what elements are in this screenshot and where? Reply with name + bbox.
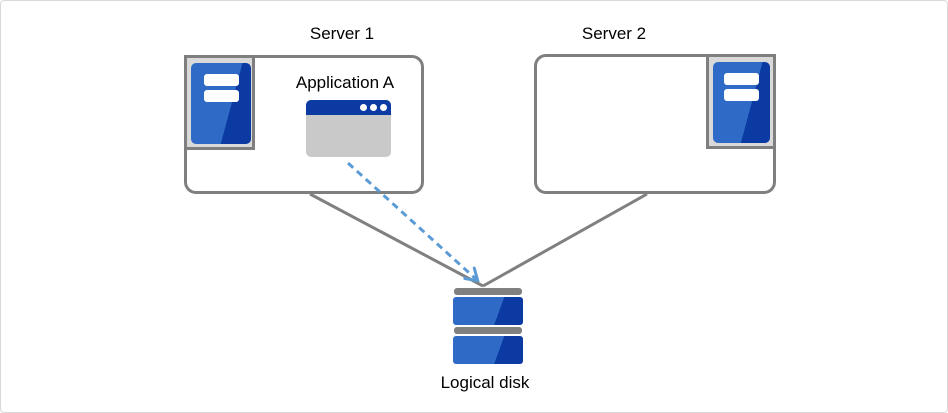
logical-disk-icon <box>453 288 523 364</box>
application-window-icon <box>306 100 391 157</box>
disk-platter-top <box>454 288 522 295</box>
server-tower-body <box>191 63 251 144</box>
disk-platter-body <box>453 336 523 364</box>
server-slot-bar <box>204 74 239 86</box>
disk-label: Logical disk <box>440 373 530 392</box>
window-dot-icon <box>370 104 377 111</box>
server2-label: Server 2 <box>581 24 647 43</box>
server-slot-bar <box>724 73 759 85</box>
server-slot-bar <box>204 90 239 102</box>
disk-platter-divider <box>454 327 522 334</box>
server-tower-icon <box>706 54 776 149</box>
server-slot-bar <box>724 89 759 101</box>
server1-label: Server 1 <box>309 24 375 43</box>
window-titlebar <box>306 100 391 115</box>
window-dot-icon <box>380 104 387 111</box>
server-tower-body <box>713 62 770 143</box>
connector-server1-disk <box>309 192 484 288</box>
server-tower-icon <box>184 55 255 150</box>
window-dot-icon <box>360 104 367 111</box>
connector-server2-disk <box>482 192 648 288</box>
application-label: Application A <box>295 73 395 92</box>
disk-platter-body <box>453 297 523 325</box>
